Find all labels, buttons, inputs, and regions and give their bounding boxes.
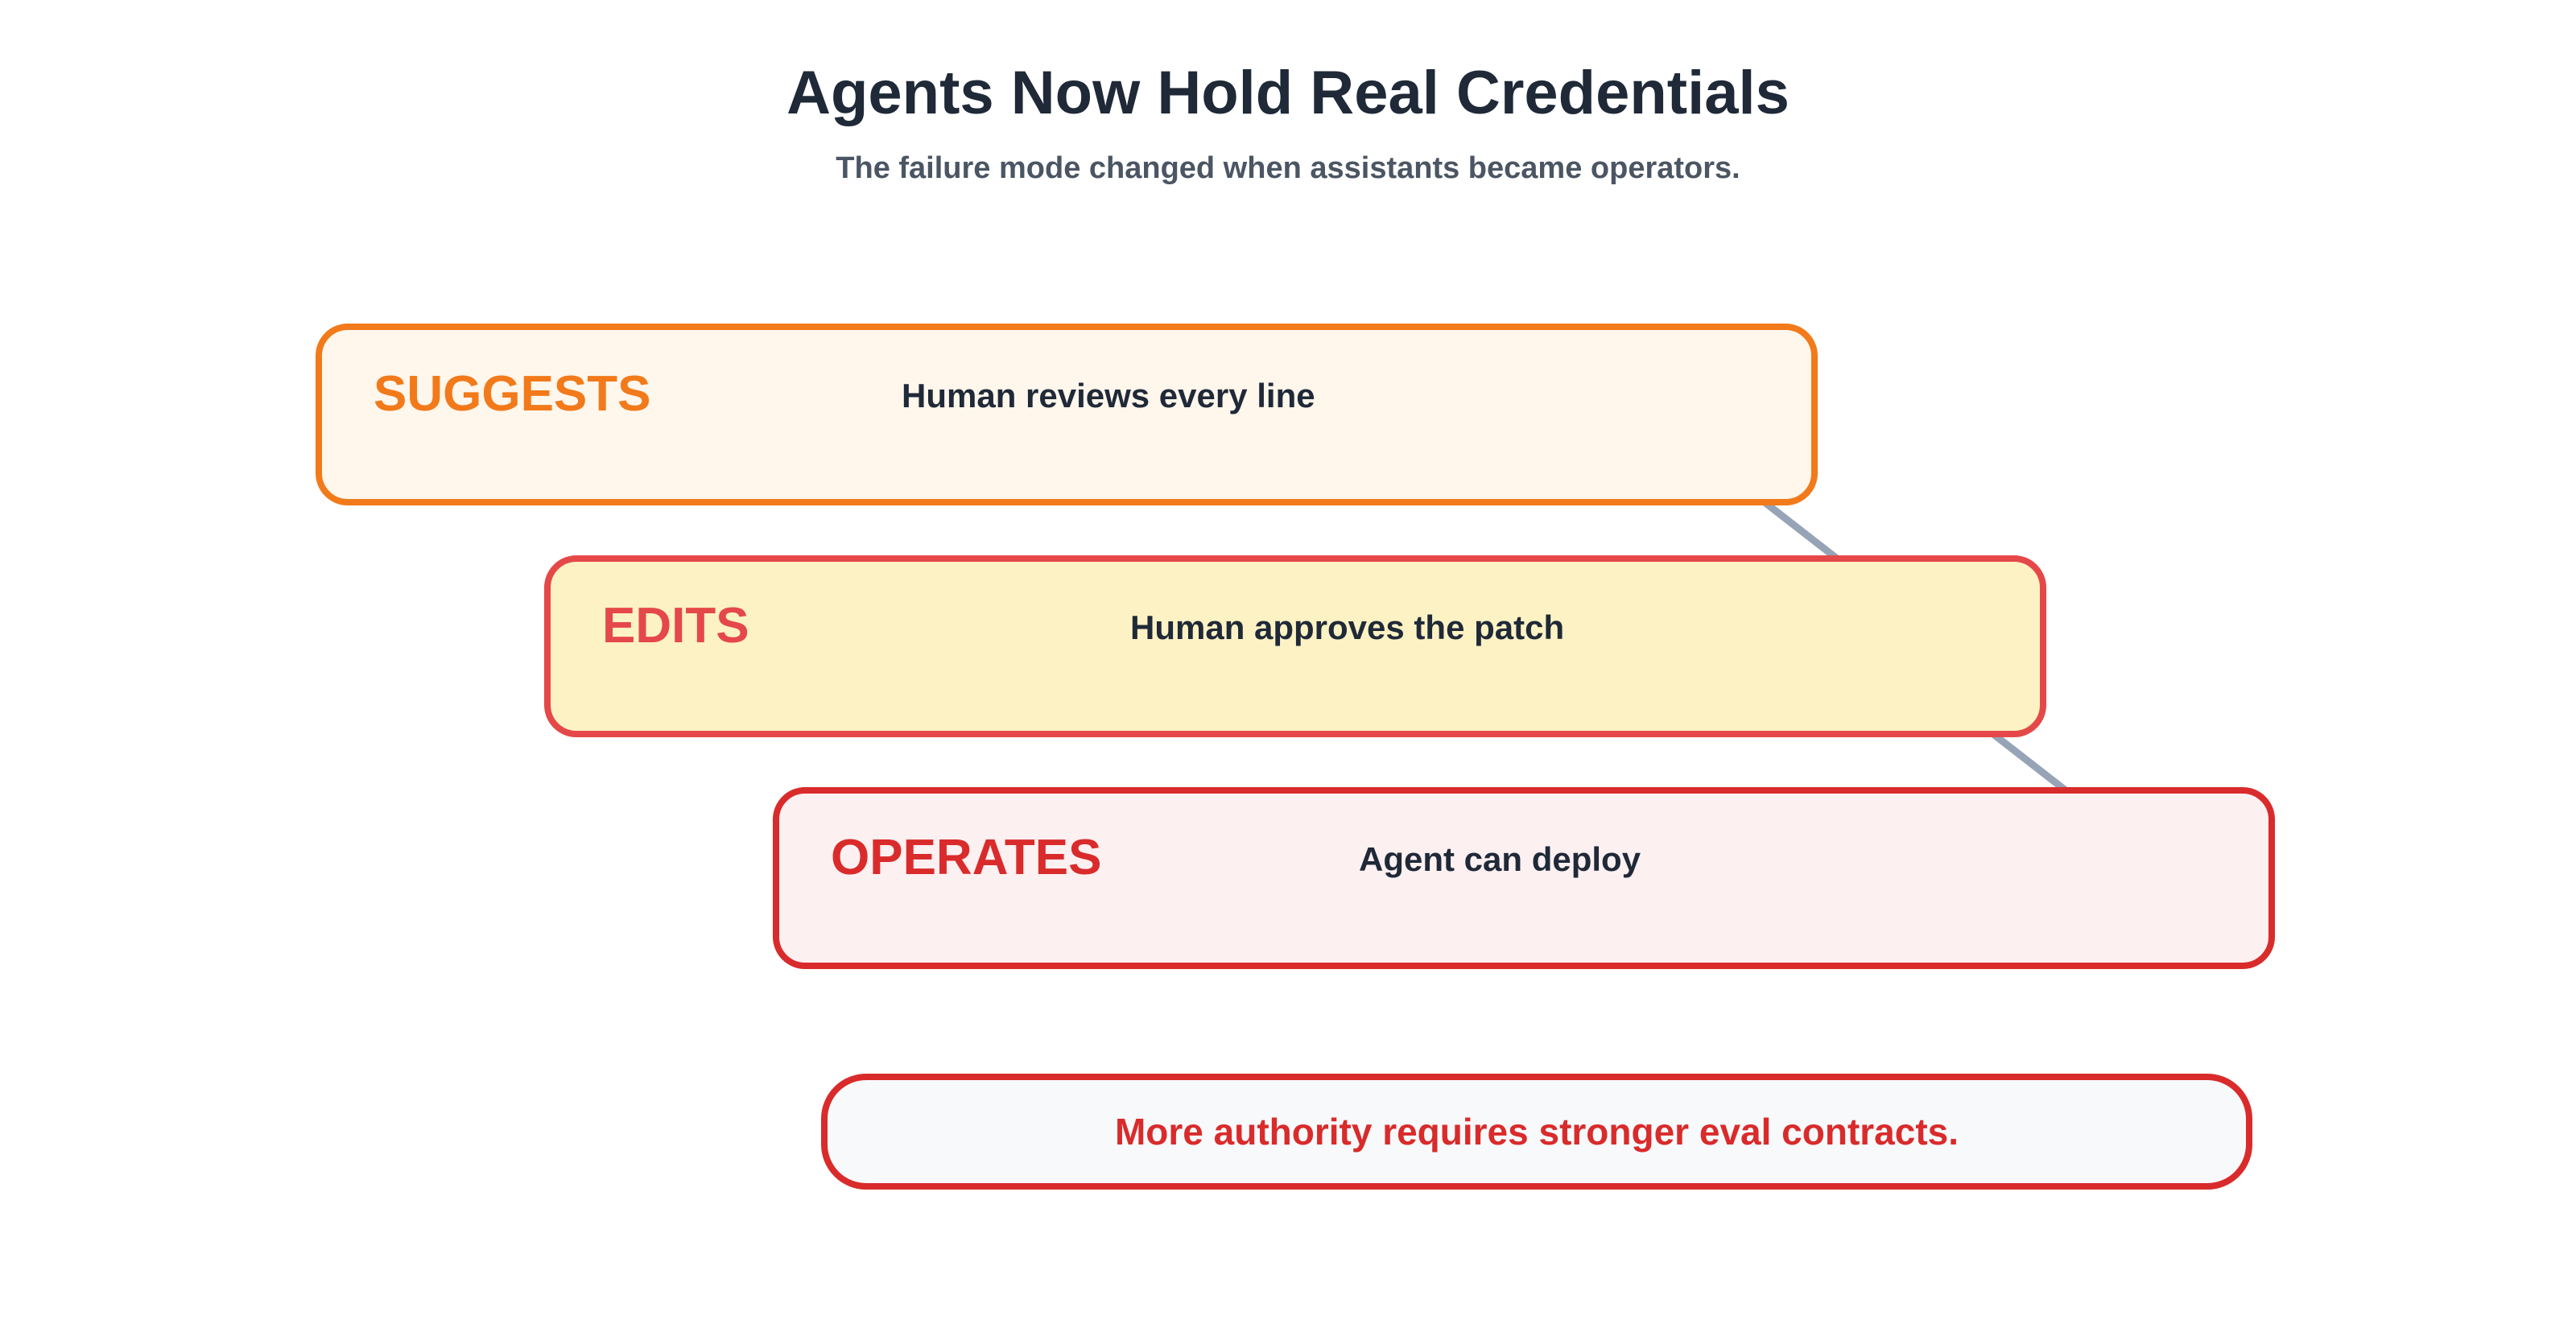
- stage-description: Human approves the patch: [1130, 608, 1565, 646]
- diagram-subtitle: The failure mode changed when assistants…: [836, 151, 1740, 185]
- stage-label: OPERATES: [831, 830, 1102, 885]
- diagram-title: Agents Now Hold Real Credentials: [786, 59, 1790, 127]
- stage-label: EDITS: [602, 598, 749, 654]
- callout-text: More authority requires stronger eval co…: [1114, 1110, 1959, 1153]
- stage-suggests: SUGGESTS Human reviews every line: [316, 324, 1818, 505]
- stage-description: Agent can deploy: [1359, 840, 1641, 878]
- stage-edits: EDITS Human approves the patch: [544, 555, 2046, 737]
- stage-description: Human reviews every line: [902, 377, 1315, 414]
- callout-box: More authority requires stronger eval co…: [821, 1074, 2252, 1190]
- stage-operates: OPERATES Agent can deploy: [773, 787, 2275, 969]
- stage-label: SUGGESTS: [374, 366, 651, 422]
